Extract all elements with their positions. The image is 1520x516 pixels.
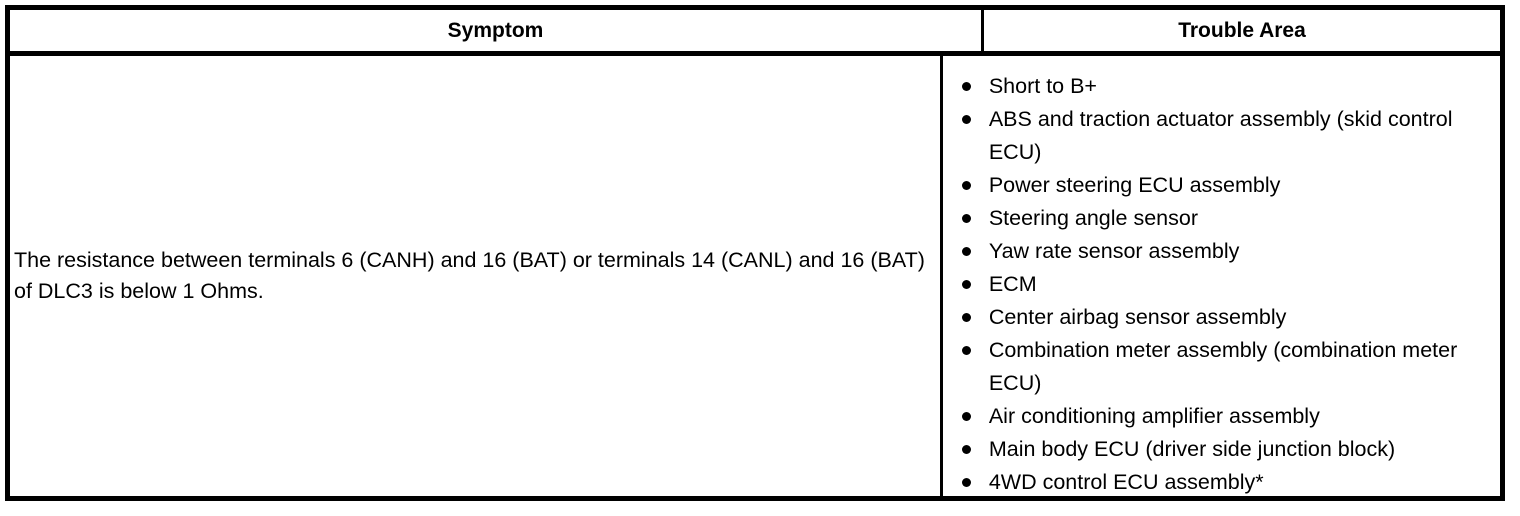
bullet-dot-icon bbox=[961, 214, 971, 223]
trouble-area-item: ECM bbox=[961, 268, 1492, 301]
column-header-trouble-area: Trouble Area bbox=[981, 10, 1500, 51]
trouble-area-item: Center airbag sensor assembly bbox=[961, 301, 1492, 334]
bullet-dot-icon bbox=[961, 478, 971, 487]
cell-symptom: The resistance between terminals 6 (CANH… bbox=[10, 56, 940, 496]
table-header-row: Symptom Trouble Area bbox=[10, 10, 1500, 51]
trouble-area-item-label: Center airbag sensor assembly bbox=[988, 305, 1287, 329]
header-separator-rule bbox=[10, 51, 1500, 56]
trouble-area-item-label: ECM bbox=[988, 272, 1037, 296]
trouble-area-item-label: Yaw rate sensor assembly bbox=[988, 239, 1240, 263]
symptom-trouble-table: Symptom Trouble Area The resistance betw… bbox=[5, 5, 1505, 501]
table-row: The resistance between terminals 6 (CANH… bbox=[10, 56, 1500, 496]
bullet-dot-icon bbox=[961, 82, 971, 91]
trouble-area-item-label: Main body ECU (driver side junction bloc… bbox=[988, 437, 1396, 461]
trouble-area-item: Combination meter assembly (combination … bbox=[961, 334, 1492, 400]
trouble-area-list: Short to B+ ABS and traction actuator ass… bbox=[961, 70, 1492, 499]
trouble-area-item: Main body ECU (driver side junction bloc… bbox=[961, 433, 1492, 466]
trouble-area-item-label: Steering angle sensor bbox=[988, 206, 1198, 230]
trouble-area-item-label: Power steering ECU assembly bbox=[988, 173, 1281, 197]
trouble-area-item: 4WD control ECU assembly* bbox=[961, 466, 1492, 499]
bullet-dot-icon bbox=[961, 346, 971, 355]
trouble-area-item: Power steering ECU assembly bbox=[961, 169, 1492, 202]
trouble-area-item: Air conditioning amplifier assembly bbox=[961, 400, 1492, 433]
trouble-area-item: ABS and traction actuator assembly (skid… bbox=[961, 103, 1492, 169]
bullet-dot-icon bbox=[961, 181, 971, 190]
trouble-area-item-label: Air conditioning amplifier assembly bbox=[988, 404, 1320, 428]
symptom-description-text: The resistance between terminals 6 (CANH… bbox=[14, 248, 925, 303]
trouble-area-item: Steering angle sensor bbox=[961, 202, 1492, 235]
trouble-area-item-label: Combination meter assembly (combination … bbox=[988, 338, 1458, 395]
trouble-area-item-label: 4WD control ECU assembly* bbox=[988, 470, 1264, 494]
bullet-dot-icon bbox=[961, 313, 971, 322]
bullet-dot-icon bbox=[961, 115, 971, 124]
column-header-symptom: Symptom bbox=[447, 19, 544, 42]
trouble-area-item-label: ABS and traction actuator assembly (skid… bbox=[988, 107, 1453, 164]
bullet-dot-icon bbox=[961, 412, 971, 421]
bullet-dot-icon bbox=[961, 280, 971, 289]
cell-trouble-area: Short to B+ ABS and traction actuator ass… bbox=[939, 56, 1500, 499]
bullet-dot-icon bbox=[961, 247, 971, 256]
bullet-dot-icon bbox=[961, 445, 971, 454]
trouble-area-item: Yaw rate sensor assembly bbox=[961, 235, 1492, 268]
trouble-area-item: Short to B+ bbox=[961, 70, 1492, 103]
trouble-area-item-label: Short to B+ bbox=[988, 74, 1097, 98]
